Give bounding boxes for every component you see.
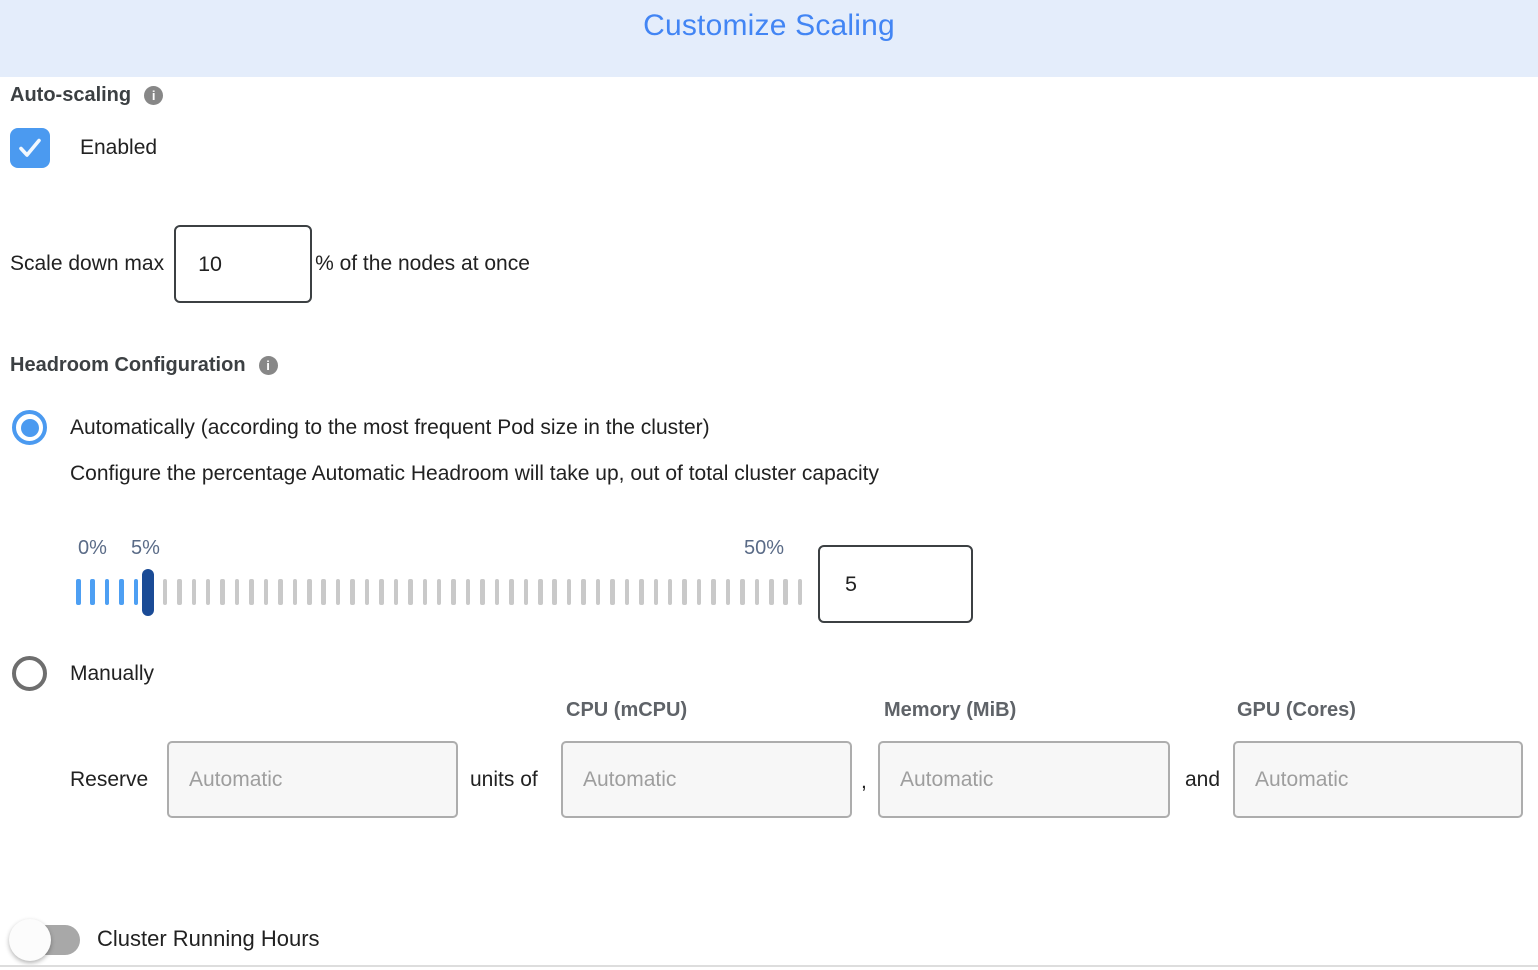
- headroom-percent-input[interactable]: [818, 545, 973, 623]
- slider-tick[interactable]: [523, 579, 529, 605]
- slider-tick[interactable]: [581, 579, 586, 605]
- comma-label: ,: [861, 770, 867, 793]
- slider-tick[interactable]: [566, 579, 572, 605]
- slider-tick[interactable]: [133, 579, 139, 605]
- cluster-running-hours-toggle[interactable]: [9, 919, 80, 961]
- slider-tick[interactable]: [465, 579, 471, 605]
- checkmark-icon: [19, 138, 41, 157]
- enabled-checkbox[interactable]: [10, 128, 50, 168]
- reserve-gpu-input[interactable]: [1233, 741, 1523, 818]
- slider-tick[interactable]: [682, 579, 687, 605]
- slider-tick[interactable]: [667, 579, 673, 605]
- manual-option-row: Manually: [12, 656, 154, 691]
- slider-tick[interactable]: [76, 579, 81, 605]
- slider-tick[interactable]: [797, 579, 803, 605]
- slider-tick[interactable]: [307, 579, 312, 605]
- auto-scaling-label: Auto-scaling: [10, 84, 132, 106]
- slider-tick[interactable]: [639, 579, 644, 605]
- scale-down-row: Scale down max % of the nodes at once: [10, 225, 530, 303]
- slider-tick[interactable]: [191, 579, 196, 605]
- slider-tick[interactable]: [234, 579, 240, 605]
- slider-tick[interactable]: [610, 579, 615, 605]
- slider-tick[interactable]: [263, 579, 269, 605]
- slider-tick[interactable]: [278, 579, 283, 605]
- slider-tick[interactable]: [624, 579, 630, 605]
- slider-tick[interactable]: [740, 579, 745, 605]
- slider-min-label: 0%: [78, 537, 107, 559]
- slider-tick[interactable]: [711, 579, 716, 605]
- info-icon[interactable]: i: [258, 356, 278, 375]
- slider-tick[interactable]: [451, 579, 456, 605]
- page-title: Customize Scaling: [643, 9, 895, 42]
- slider-tick[interactable]: [552, 579, 557, 605]
- slider-tick[interactable]: [205, 579, 211, 605]
- headroom-config-label: Headroom Configuration: [10, 354, 246, 376]
- scale-down-prefix-label: Scale down max: [10, 252, 165, 275]
- slider-tick[interactable]: [480, 579, 485, 605]
- slider-tick[interactable]: [321, 579, 326, 605]
- slider-tick[interactable]: [595, 579, 601, 605]
- scale-down-suffix-label: % of the nodes at once: [315, 252, 530, 275]
- cluster-running-hours-label: Cluster Running Hours: [97, 926, 320, 951]
- slider-tick[interactable]: [364, 579, 370, 605]
- bottom-divider: [0, 965, 1538, 967]
- memory-column-header: Memory (MiB): [884, 699, 1017, 721]
- auto-scaling-section-label: Auto-scaling i: [10, 84, 164, 107]
- slider-tick[interactable]: [249, 579, 254, 605]
- toggle-knob[interactable]: [9, 919, 51, 961]
- reserve-memory-input[interactable]: [878, 741, 1170, 818]
- slider-tick[interactable]: [422, 579, 427, 605]
- slider-current-label: 5%: [131, 537, 160, 559]
- reserve-units-input[interactable]: [167, 741, 458, 818]
- units-of-label: units of: [470, 768, 538, 791]
- auto-scaling-enabled-row: Enabled: [10, 128, 157, 168]
- scale-down-percent-input[interactable]: [174, 225, 313, 303]
- automatically-radio-label[interactable]: Automatically (according to the most fre…: [70, 415, 710, 439]
- slider-tick[interactable]: [653, 579, 658, 605]
- enabled-checkbox-label: Enabled: [80, 136, 158, 159]
- slider-tick[interactable]: [177, 579, 182, 605]
- slider-tick[interactable]: [509, 579, 514, 605]
- slider-tick[interactable]: [436, 579, 442, 605]
- slider-ticks[interactable]: [76, 579, 803, 605]
- manually-radio[interactable]: [12, 656, 47, 691]
- slider-tick[interactable]: [350, 579, 355, 605]
- automatically-radio[interactable]: [12, 410, 47, 445]
- slider-tick[interactable]: [220, 579, 225, 605]
- headroom-section-label: Headroom Configuration i: [10, 354, 278, 377]
- slider-tick[interactable]: [754, 579, 760, 605]
- slider-tick[interactable]: [696, 579, 702, 605]
- slider-tick[interactable]: [408, 579, 413, 605]
- slider-tick[interactable]: [162, 579, 168, 605]
- slider-tick[interactable]: [494, 579, 500, 605]
- slider-tick[interactable]: [379, 579, 384, 605]
- slider-tick[interactable]: [538, 579, 543, 605]
- slider-tick[interactable]: [725, 579, 731, 605]
- slider-tick[interactable]: [104, 579, 110, 605]
- reserve-label: Reserve: [70, 768, 149, 791]
- info-icon[interactable]: i: [144, 86, 164, 105]
- and-label: and: [1185, 768, 1221, 791]
- slider-tick[interactable]: [393, 579, 399, 605]
- reserve-cpu-input[interactable]: [561, 741, 852, 818]
- slider-tick[interactable]: [292, 579, 298, 605]
- dialog-header: Customize Scaling: [0, 0, 1538, 77]
- slider-tick[interactable]: [90, 579, 95, 605]
- gpu-column-header: GPU (Cores): [1237, 699, 1356, 721]
- slider-tick[interactable]: [119, 579, 124, 605]
- automatic-headroom-description: Configure the percentage Automatic Headr…: [70, 462, 879, 485]
- automatic-option-row: Automatically (according to the most fre…: [12, 410, 710, 445]
- slider-tick[interactable]: [783, 579, 788, 605]
- manually-radio-label[interactable]: Manually: [70, 661, 155, 685]
- cpu-column-header: CPU (mCPU): [566, 699, 688, 721]
- slider-tick[interactable]: [335, 579, 341, 605]
- slider-max-label: 50%: [744, 537, 785, 559]
- slider-handle[interactable]: [141, 569, 154, 616]
- slider-tick[interactable]: [769, 579, 774, 605]
